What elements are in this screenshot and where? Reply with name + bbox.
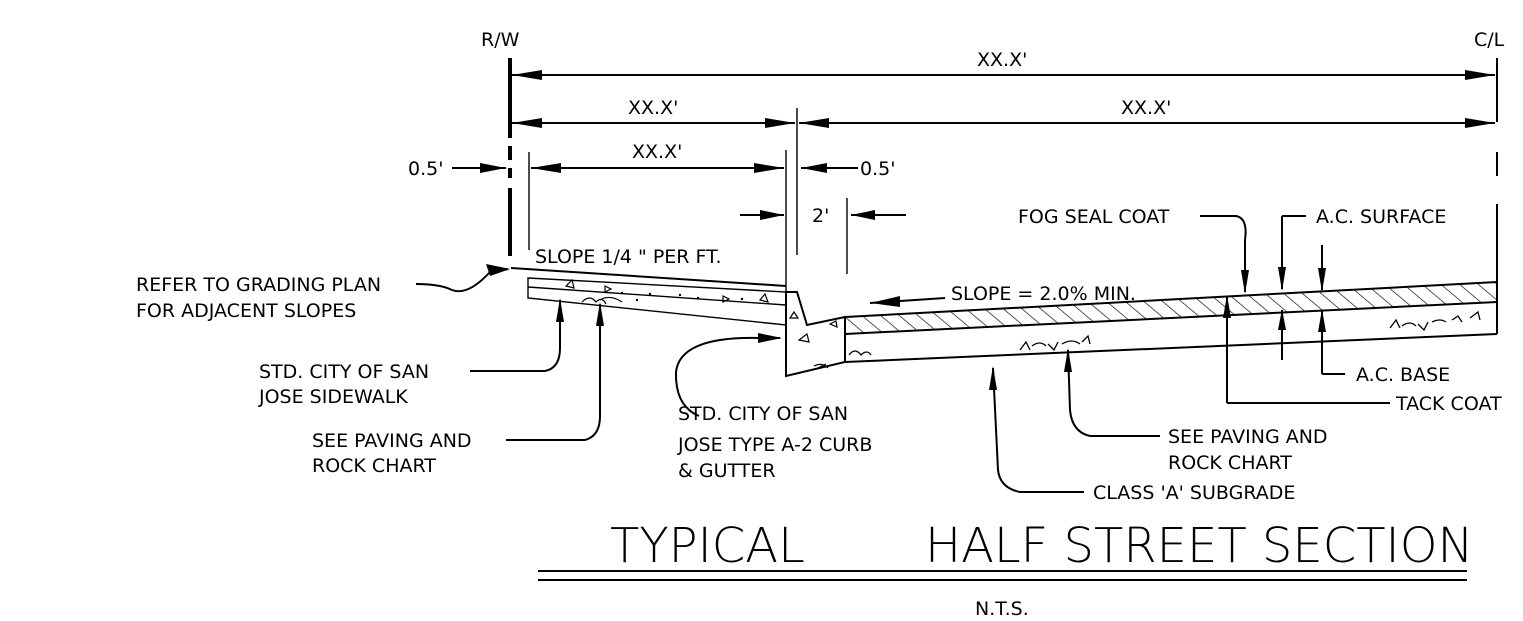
- rw-label: R/W: [481, 29, 520, 51]
- scale-label: N.T.S.: [975, 598, 1029, 620]
- subgrade-label: CLASS 'A' SUBGRADE: [1093, 482, 1295, 504]
- grading-label-1: REFER TO GRADING PLAN: [136, 274, 381, 296]
- dim-overall: [512, 70, 1495, 80]
- curb-leader: [674, 333, 782, 417]
- curb-label-3: & GUTTER: [678, 460, 776, 482]
- dim-half-foot-left-label: 0.5': [408, 158, 443, 180]
- dim-right: [799, 118, 1495, 128]
- dim-left-label: XX.X': [628, 97, 678, 119]
- pavement-slope-arrow: [869, 296, 946, 307]
- dim-overall-label: XX.X': [977, 49, 1027, 71]
- fog-seal-label: FOG SEAL COAT: [1018, 206, 1170, 228]
- tack-coat-label: TACK COAT: [1395, 393, 1502, 415]
- ac-surface-label: A.C. SURFACE: [1316, 206, 1446, 228]
- dim-left: [512, 108, 798, 255]
- pavement: [844, 281, 1498, 363]
- dim-half-foot-left: [452, 163, 506, 173]
- paving-right-label-1: SEE PAVING AND: [1168, 426, 1328, 448]
- sidewalk-slope-label: SLOPE 1/4 " PER FT.: [535, 246, 722, 268]
- paving-left-label-2: ROCK CHART: [312, 455, 436, 477]
- sidewalk-leader: [470, 298, 564, 372]
- dim-half-foot-right: [801, 163, 858, 173]
- title-main: HALF STREET SECTION: [925, 518, 1473, 574]
- ac-base-leader: [1278, 309, 1345, 375]
- tack-coat-leader: [1223, 295, 1390, 404]
- title-typical: TYPICAL: [610, 518, 805, 574]
- sidewalk: [510, 267, 787, 326]
- ac-surface-leader: [1278, 215, 1326, 292]
- grading-leader: [415, 264, 510, 293]
- dim-right-label: XX.X': [1121, 97, 1171, 119]
- dim-half-foot-right-label: 0.5': [860, 158, 895, 180]
- dim-two-foot-label: 2': [812, 205, 829, 227]
- dim-two-foot: [740, 198, 906, 274]
- dim-sidewalk: [528, 150, 787, 292]
- pavement-slope-label: SLOPE = 2.0% MIN.: [951, 283, 1136, 305]
- sidewalk-label-2: JOSE SIDEWALK: [258, 386, 408, 408]
- paving-right-label-2: ROCK CHART: [1168, 452, 1292, 474]
- curb-label-2: JOSE TYPE A-2 CURB: [677, 434, 872, 456]
- ac-base-label: A.C. BASE: [1356, 364, 1450, 386]
- cl-label: C/L: [1474, 29, 1505, 51]
- sidewalk-label-1: STD. CITY OF SAN: [259, 361, 429, 383]
- paving-left-leader: [506, 302, 604, 441]
- grading-label-2: FOR ADJACENT SLOPES: [136, 300, 356, 322]
- curb-label-1: STD. CITY OF SAN: [678, 403, 848, 425]
- dim-sidewalk-label: XX.X': [632, 141, 682, 163]
- fog-seal-leader: [1200, 215, 1249, 294]
- paving-left-label-1: SEE PAVING AND: [312, 430, 472, 452]
- paving-right-leader: [1064, 348, 1160, 437]
- subgrade-leader: [989, 366, 1084, 493]
